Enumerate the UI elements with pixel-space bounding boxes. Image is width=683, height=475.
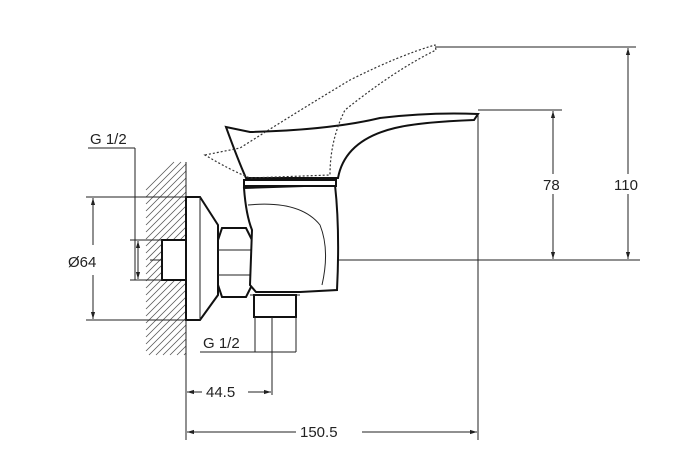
wall-nipple [161, 239, 187, 281]
hatch-line [145, 161, 182, 198]
hatch-line [162, 331, 187, 356]
outlet-thread-label: G 1/2 [203, 335, 240, 352]
hatch-line [145, 161, 175, 191]
hatch-line [145, 289, 187, 331]
hatch-line [169, 338, 187, 356]
dimension-lines [86, 46, 636, 440]
hatch-line [145, 282, 187, 324]
hatch-line [145, 303, 187, 345]
flange [185, 196, 219, 321]
hatch-line [145, 191, 187, 233]
hatch-line [145, 170, 187, 212]
hatch-line [145, 198, 187, 240]
hatch-line [148, 317, 187, 356]
hatch-line [145, 310, 187, 352]
cap-ring [243, 179, 337, 187]
outlet-nipple [253, 294, 297, 318]
hatch-line [155, 324, 187, 356]
handle-raised-outline [203, 44, 437, 179]
hex-nut [217, 227, 253, 298]
overall-length-label: 150.5 [300, 424, 338, 441]
hatch-line [145, 184, 187, 226]
raised-handle-height-label: 110 [614, 177, 638, 194]
hatch-line [145, 212, 187, 254]
wall-to-outlet-label: 44.5 [206, 384, 235, 401]
hatch-line [176, 345, 187, 356]
hatch-line [145, 205, 187, 247]
hatch-line [145, 296, 187, 338]
handle-height-label: 78 [543, 177, 560, 194]
handle [224, 112, 480, 179]
hatch-line [145, 177, 187, 219]
flange-diameter-label: Ø64 [68, 254, 96, 271]
inlet-thread-label: G 1/2 [90, 131, 127, 148]
hatch-line [145, 275, 187, 317]
mixer-body [242, 183, 340, 293]
